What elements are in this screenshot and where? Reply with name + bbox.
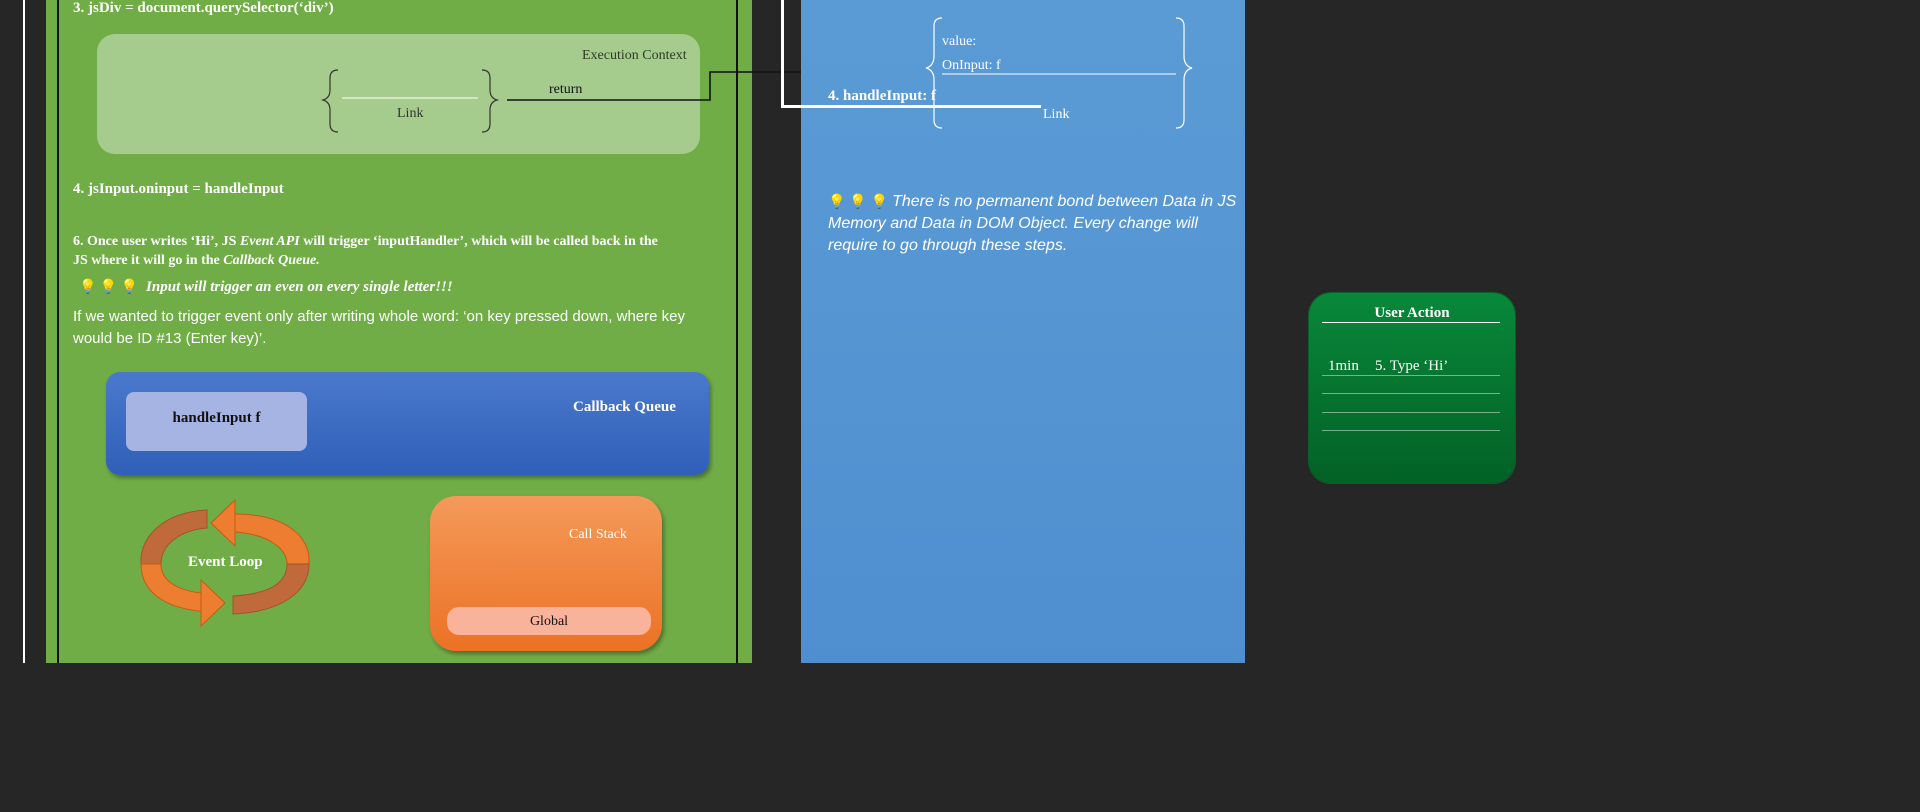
keydown-note: If we wanted to trigger event only after… (73, 306, 685, 350)
step6-callback-queue: Callback Queue. (223, 253, 320, 268)
link-brace-diagram (320, 69, 500, 133)
step6-paragraph: 6. Once user writes ‘Hi’, JS Event API w… (73, 232, 733, 270)
dom-object-brace (925, 17, 1193, 129)
execution-context-title: Execution Context (582, 48, 687, 63)
tip-input-trigger: 💡 💡 💡 Input will trigger an even on ever… (79, 279, 453, 296)
dom-oninput-label: OnInput: f (942, 58, 1001, 73)
user-action-row-line (1322, 412, 1500, 413)
step4-content: 4. jsInput.oninput = handleInput (73, 181, 284, 197)
js-panel-border-right (736, 0, 738, 663)
tip-no-bond-line2: Memory and Data in DOM Object. Every cha… (828, 215, 1198, 232)
js-panel-border-left (57, 0, 59, 663)
tip-no-bond-line3: require to go through these steps. (828, 237, 1068, 254)
global-frame-label: Global (529, 614, 569, 629)
user-action-entry: 5. Type ‘Hi’ (1375, 358, 1449, 374)
tip-no-bond: 💡 💡 💡There is no permanent bond between … (828, 190, 1236, 257)
user-action-row-line (1322, 393, 1500, 394)
event-loop-label: Event Loop (188, 554, 263, 570)
dom-panel (801, 0, 1245, 663)
left-frame-line (23, 0, 25, 663)
exec-link-label: Link (397, 106, 424, 121)
step6-part1: 6. Once user writes ‘Hi’, JS (73, 234, 240, 249)
step6-part2: will trigger ‘inputHandler’, which will … (299, 234, 658, 249)
dom-link-label: Link (1043, 107, 1070, 122)
event-loop-arrows-icon (140, 498, 310, 628)
global-frame (447, 607, 651, 635)
dom-value-label: value: (942, 34, 977, 49)
user-action-card (1309, 293, 1515, 483)
dom-frame-vertical (781, 0, 784, 108)
step4-text: 4. jsInput.oninput = handleInput (73, 181, 284, 198)
step6-event-api: Event API (239, 234, 300, 249)
lightbulb-icon: 💡 💡 💡 (79, 280, 139, 295)
tip-no-bond-line1: 💡 💡 💡There is no permanent bond between … (828, 190, 1236, 213)
tip-no-bond-text1: There is no permanent bond between Data … (892, 193, 1237, 210)
callback-queue-title: Callback Queue (573, 399, 676, 415)
callback-queue-item (126, 392, 307, 451)
step6-part3: JS where it will go in the (73, 253, 224, 268)
user-action-title: User Action (1374, 305, 1450, 321)
user-action-time: 1min (1328, 358, 1359, 374)
call-stack-title: Call Stack (569, 527, 627, 542)
keydown-note-line2: would be ID #13 (Enter key)’. (73, 330, 267, 347)
execution-context-box (97, 34, 700, 154)
dom-frame-horizontal (781, 105, 1041, 108)
callback-queue-item-label: handleInput f (172, 410, 261, 426)
step3-text: 3. jsDiv = document.querySelector(‘div’) (73, 0, 334, 16)
return-label: return (549, 82, 583, 97)
tip-input-text: Input will trigger an even on every sing… (146, 279, 453, 295)
user-action-row-line (1322, 375, 1500, 376)
user-action-row-line (1322, 430, 1500, 431)
lightbulb-icon: 💡 💡 💡 (828, 193, 889, 209)
user-action-title-underline (1322, 322, 1500, 323)
keydown-note-line1: If we wanted to trigger event only after… (73, 308, 685, 325)
dom-handleinput-label: 4. handleInput: f (828, 88, 936, 104)
